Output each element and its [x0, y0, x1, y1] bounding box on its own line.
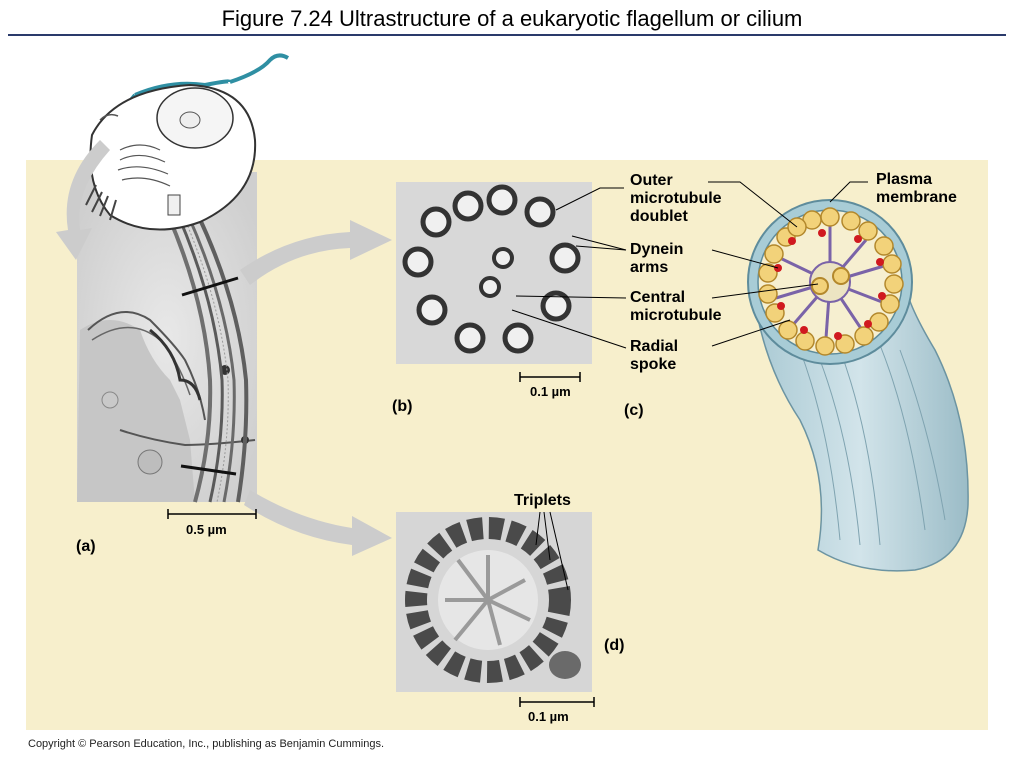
copyright-notice: Copyright © Pearson Education, Inc., pub… [28, 738, 385, 750]
cell-illustration [85, 53, 290, 231]
leader-lines [511, 181, 868, 591]
micrograph-d [396, 512, 592, 692]
scale-bars [167, 372, 595, 707]
panel-label-c: (c) [624, 402, 644, 419]
panel-label-a: (a) [76, 538, 96, 555]
scale-label-a: 0.5 µm [186, 522, 227, 537]
label-outer-microtubule-doublet: Outer microtubule doublet [630, 172, 722, 225]
label-central-microtubule: Central microtubule [630, 289, 722, 324]
connector-arrows [56, 140, 392, 556]
micrograph-a [77, 172, 257, 503]
scale-label-d: 0.1 µm [528, 709, 569, 724]
panel-label-d: (d) [604, 637, 625, 654]
figure-title: Figure 7.24 Ultrastructure of a eukaryot… [221, 6, 803, 31]
label-triplets: Triplets [514, 492, 571, 509]
title-rule [8, 34, 1006, 36]
label-plasma-membrane: Plasma membrane [876, 171, 957, 206]
micrograph-b [396, 182, 592, 364]
panel-label-b: (b) [392, 398, 413, 415]
scale-label-b: 0.1 µm [530, 384, 571, 399]
label-radial-spoke: Radial spoke [630, 338, 679, 373]
label-dynein-arms: Dynein arms [630, 241, 684, 276]
flagellum-diagram-c [747, 199, 969, 572]
